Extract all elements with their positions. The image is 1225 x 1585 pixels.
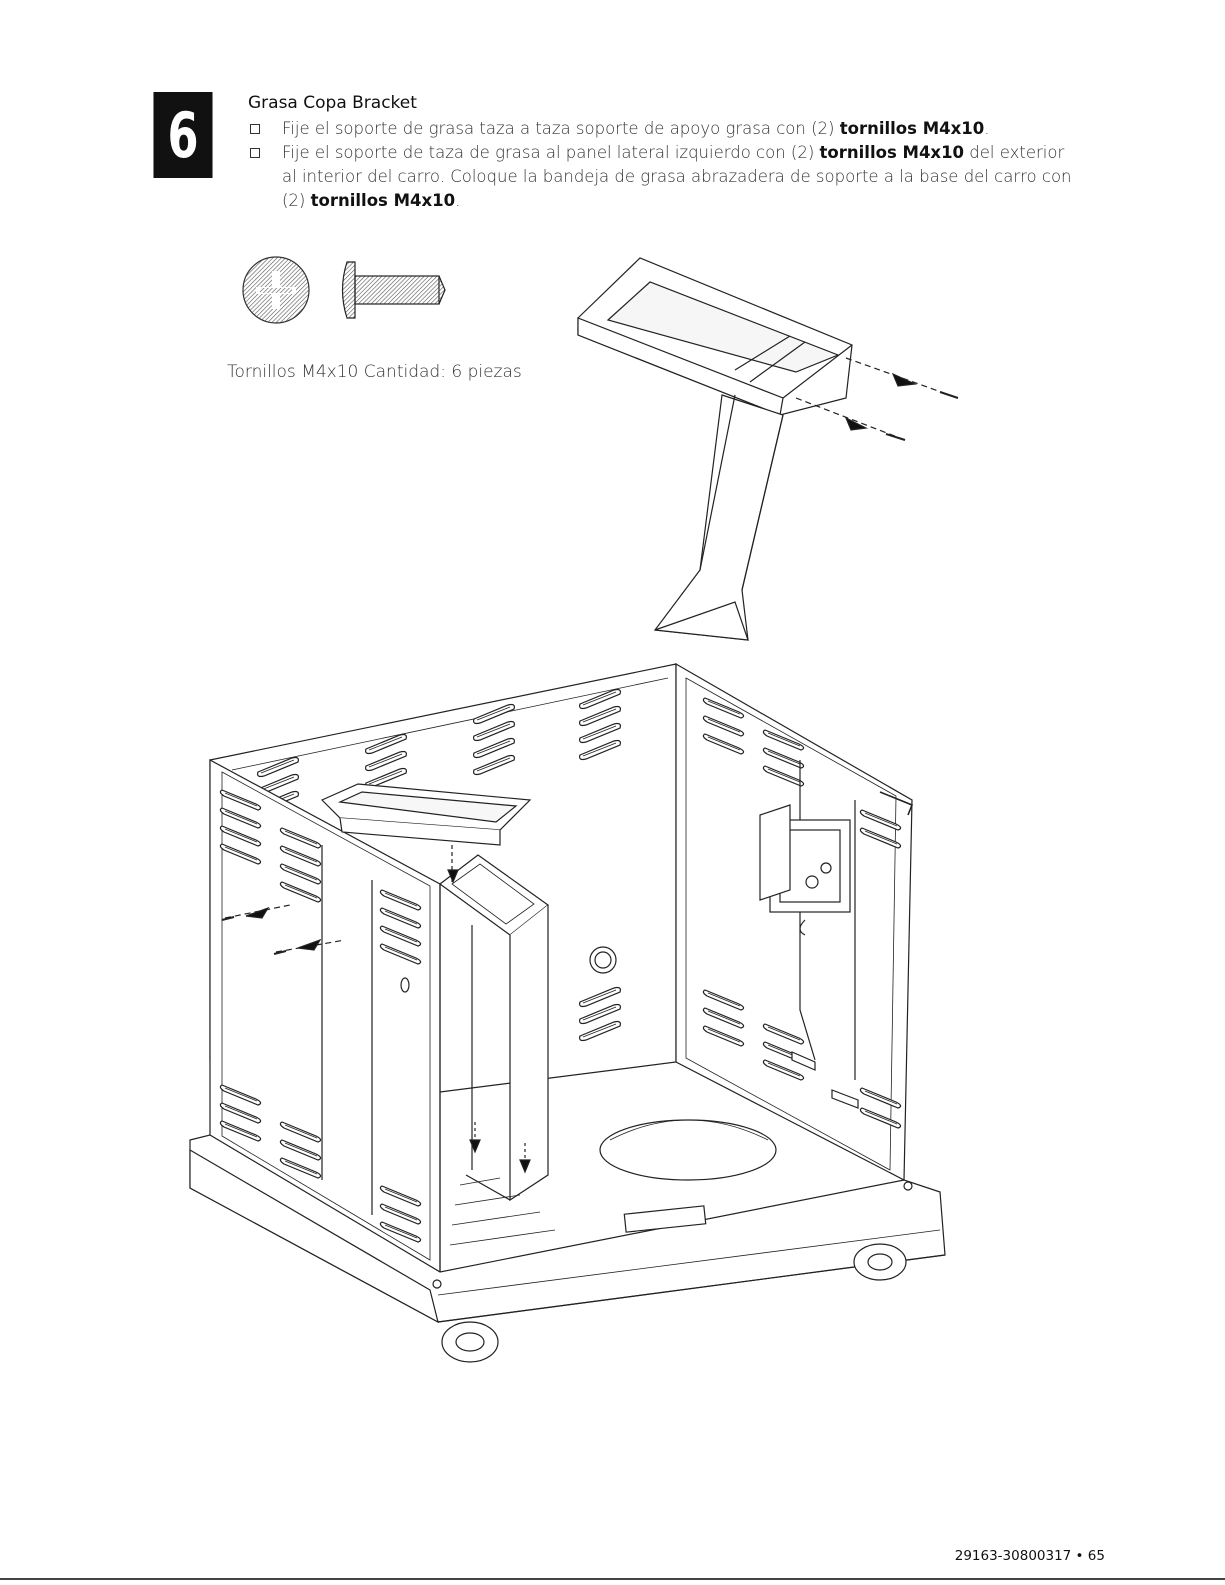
screw-head-icon <box>242 256 310 324</box>
page-footer: 29163-30800317 • 65 <box>954 1548 1105 1564</box>
step-title: Grasa Copa Bracket <box>248 93 417 113</box>
checkbox-icon <box>250 148 260 158</box>
checkbox-icon <box>250 124 260 134</box>
instruction-text-end: . <box>984 119 990 138</box>
instruction-item-1: Fije el soporte de grasa taza a taza sop… <box>248 117 1078 141</box>
grease-cup-bracket <box>577 257 959 641</box>
instruction-list: Fije el soporte de grasa taza a taza sop… <box>248 117 1078 213</box>
instruction-bold-part-2: tornillos M4x10 <box>310 191 456 210</box>
footer-rule <box>0 1578 1225 1580</box>
grease-tray <box>320 783 532 846</box>
caster-front-left <box>441 1321 499 1363</box>
instruction-text-end: . <box>455 191 461 210</box>
instruction-text: Fije el soporte de grasa taza a taza sop… <box>282 119 840 138</box>
instruction-bold-part: tornillos M4x10 <box>839 119 985 138</box>
parts-caption: Tornillos M4x10 Cantidad: 6 piezas <box>227 362 522 382</box>
instruction-text-mid: del exterior al interior del carro. Colo… <box>282 143 1072 210</box>
step-number-badge: 6 <box>153 92 213 178</box>
instructions-block: Grasa Copa Bracket Fije el soporte de gr… <box>248 93 1078 213</box>
cart-right-panel <box>675 662 914 1181</box>
instruction-item-2: Fije el soporte de taza de grasa al pane… <box>248 141 1078 213</box>
screw-side-icon <box>341 261 446 319</box>
caster-front-right <box>853 1243 907 1281</box>
cart-base <box>189 1119 946 1363</box>
instruction-text: Fije el soporte de taza de grasa al pane… <box>282 143 820 162</box>
instruction-bold-part: tornillos M4x10 <box>819 143 965 162</box>
grease-stand <box>438 845 549 1272</box>
